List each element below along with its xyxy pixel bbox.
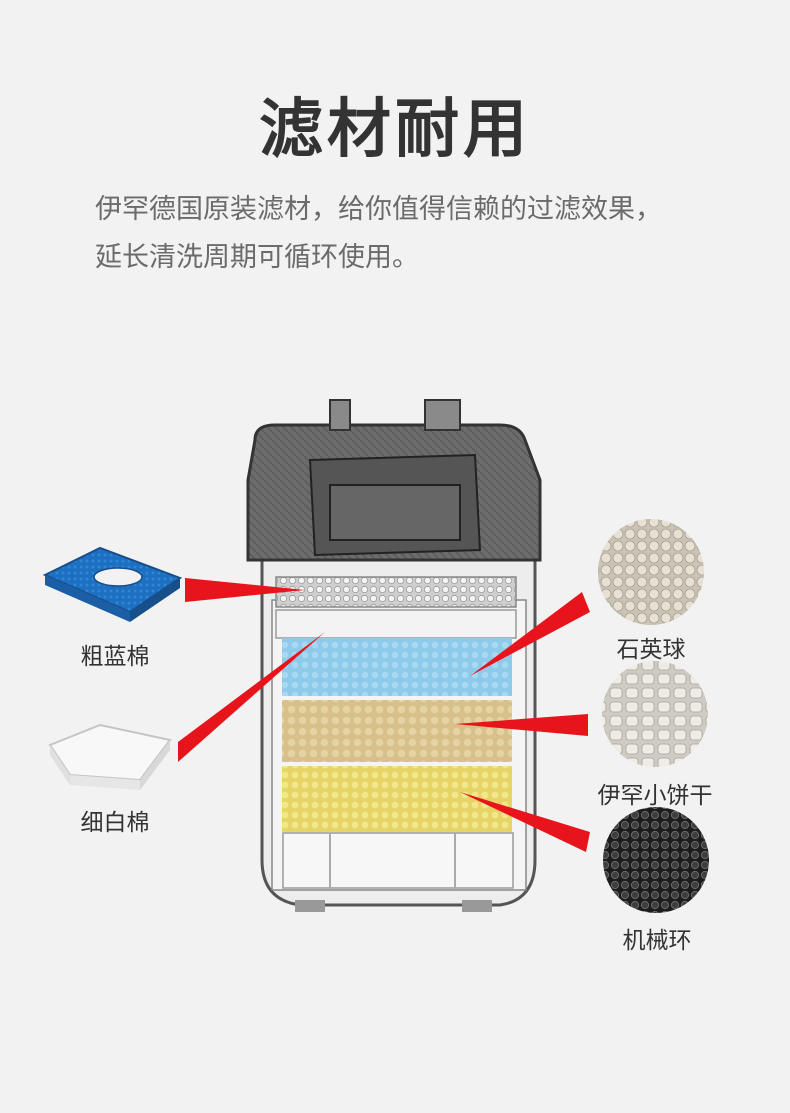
pointer-ceramic-biscuit: [455, 714, 588, 736]
ceramic-biscuit-image: [602, 661, 708, 767]
pointer-coarse-sponge: [185, 578, 305, 602]
fine-pad-layer: [275, 609, 517, 639]
description-line-1: 伊罕德国原装滤材，给你值得信赖的过滤效果，: [95, 194, 662, 225]
pointers: [178, 578, 590, 852]
label-fine-pad: 细白棉: [80, 810, 150, 836]
description-line-2: 延长清洗周期可循环使用。: [95, 242, 419, 273]
fine-pad-image: [48, 723, 172, 790]
coarse-sponge-layer: [275, 576, 517, 608]
mechanical-ring-layer: [282, 766, 512, 832]
pointer-quartz-ball: [470, 592, 590, 676]
label-ceramic-biscuit: 伊罕小饼干: [597, 783, 713, 809]
label-mechanical-ring: 机械环: [622, 928, 692, 954]
mechanical-ring-image: [603, 807, 709, 913]
page-title: 滤材耐用: [259, 93, 531, 167]
quartz-ball-layer: [282, 638, 512, 696]
label-coarse-sponge: 粗蓝棉: [80, 644, 150, 670]
description: 伊罕德国原装滤材，给你值得信赖的过滤效果， 延长清洗周期可循环使用。: [95, 186, 735, 282]
pointer-fine-pad: [178, 632, 325, 762]
label-quartz-ball: 石英球: [616, 637, 686, 663]
ceramic-biscuit-layer: [282, 700, 512, 762]
pointer-mechanical-ring: [460, 792, 590, 852]
quartz-ball-image: [598, 519, 704, 625]
canister-lid: [246, 399, 542, 562]
coarse-sponge-image: [42, 546, 183, 622]
